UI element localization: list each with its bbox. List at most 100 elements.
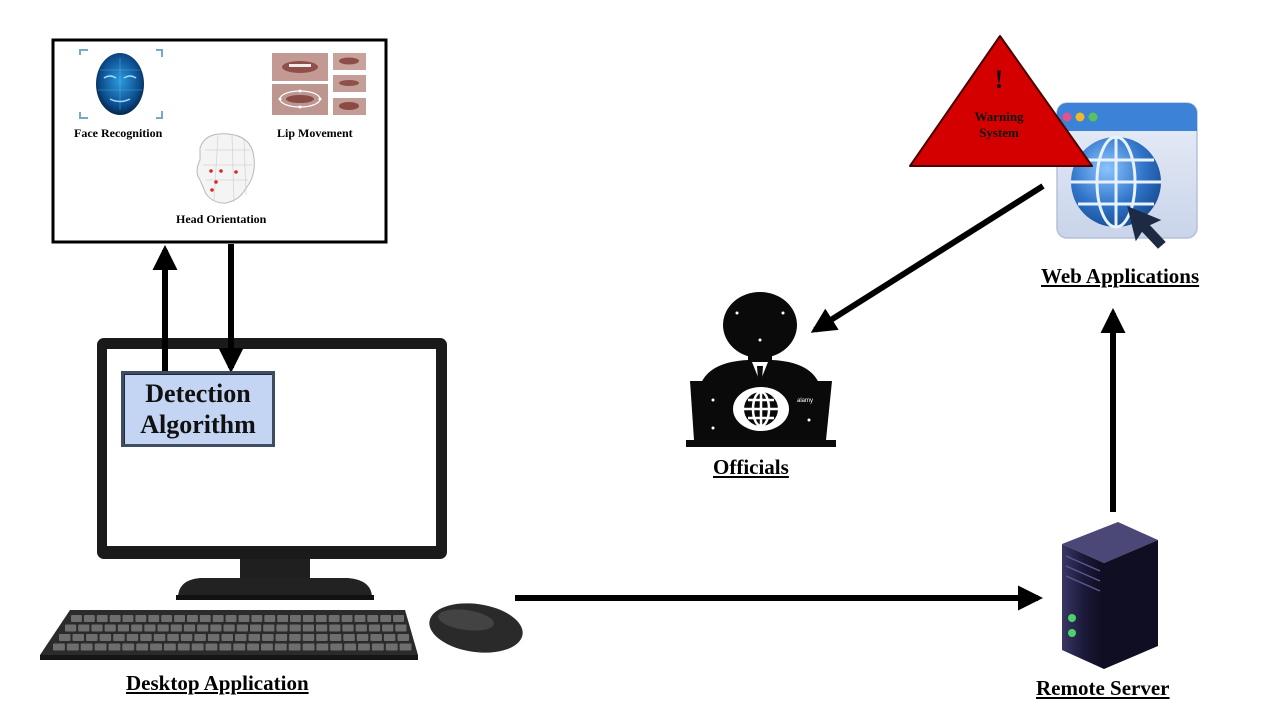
keyboard-key (194, 634, 206, 641)
keyboard-key (80, 643, 93, 651)
keyboard-key (367, 615, 379, 622)
keyboard-key (275, 634, 288, 641)
detection-algorithm-box: Detection Algorithm (121, 371, 275, 447)
keyboard-key (108, 643, 121, 651)
keyboard-key (371, 643, 384, 651)
keyboard-key (104, 624, 116, 632)
keyboard-key (355, 624, 367, 632)
head-model-icon (196, 133, 255, 204)
warning-system-line2: System (979, 125, 1019, 140)
keyboard-key (99, 634, 112, 641)
keyboard-key (71, 615, 82, 622)
keyboard-key (72, 634, 84, 641)
keyboard-key (94, 643, 107, 651)
keyboard-key (368, 624, 381, 632)
keyboard-key (329, 624, 341, 632)
keyboard-key (251, 615, 263, 622)
keyboard-key (233, 643, 246, 651)
keyboard-key (302, 615, 314, 622)
keyboard-key (330, 643, 343, 651)
keyboard-key (109, 615, 121, 622)
keyboard-key (86, 634, 98, 641)
keyboard-key (236, 624, 248, 632)
keyboard-key (174, 615, 185, 622)
keyboard-key (53, 643, 65, 651)
keyboard-key (113, 634, 125, 641)
keyboard-key (223, 624, 235, 632)
keyboard-key (316, 643, 329, 651)
warning-exclamation: ! (994, 65, 1004, 94)
keyboard-key (180, 634, 193, 641)
keyboard-key (288, 643, 301, 651)
keyboard-key (289, 624, 301, 632)
web-browser-icon (1056, 102, 1198, 249)
keyboard-key (341, 615, 353, 622)
keyboard-key (205, 643, 218, 651)
keyboard-key (315, 615, 327, 622)
keyboard-key (302, 643, 315, 651)
keyboard-key (219, 643, 232, 651)
keyboard-key (126, 634, 139, 641)
keyboard-key (328, 615, 340, 622)
keyboard-key (370, 634, 382, 641)
lip-movement-label: Lip Movement (277, 126, 353, 140)
keyboard-key (191, 643, 204, 651)
keyboard-key (380, 615, 392, 622)
keyboard-key (302, 624, 314, 632)
keyboard-key (148, 615, 160, 622)
arrow-web-to-officials (810, 183, 1045, 333)
keyboard-key (238, 615, 250, 622)
warning-system-line1: Warning (974, 109, 1024, 124)
remote-server-label: Remote Server (1036, 676, 1170, 700)
keyboard-key (150, 643, 162, 651)
desktop-application-label: Desktop Application (126, 671, 309, 695)
keyboard-key (382, 624, 394, 632)
keyboard-key (163, 643, 176, 651)
keyboard-key (316, 634, 328, 641)
keyboard-key (290, 615, 301, 622)
keyboard-key (274, 643, 287, 651)
keyboard-key (161, 615, 173, 622)
keyboard-key (117, 624, 129, 632)
keyboard-key (247, 643, 259, 651)
detection-algorithm-line2: Algorithm (140, 410, 256, 439)
keyboard-key (183, 624, 196, 632)
keyboard-key (225, 615, 237, 622)
warning-triangle-icon (909, 35, 1093, 167)
keyboard-key (383, 634, 396, 641)
keyboard-key (329, 634, 342, 641)
keyboard-key (207, 634, 220, 641)
face-scan-icon (79, 49, 163, 119)
keyboard-key (235, 634, 247, 641)
keyboard-key (197, 624, 209, 632)
mouse-icon (429, 603, 523, 653)
keyboard-key (264, 615, 276, 622)
keyboard-key (144, 624, 156, 632)
keyboard-key (393, 615, 404, 622)
keyboard-key (289, 634, 301, 641)
keyboard-key (342, 624, 354, 632)
web-applications-label: Web Applications (1041, 264, 1200, 288)
keyboard-key (91, 624, 103, 632)
keyboard-key (212, 615, 224, 622)
keyboard-key (131, 624, 143, 632)
keyboard-key (153, 634, 166, 641)
keyboard-key (83, 615, 95, 622)
keyboard-key (140, 634, 152, 641)
lip-movement-icon (272, 53, 366, 115)
keyboard-key (248, 634, 260, 641)
keyboard-key (199, 615, 211, 622)
keyboard-key (302, 634, 315, 641)
keyboard-key (399, 643, 412, 651)
keyboard-key (187, 615, 198, 622)
keyboard-key (261, 643, 273, 651)
keyboard-key (277, 615, 289, 622)
detection-algorithm-line1: Detection (145, 379, 251, 408)
keyboard-key (250, 624, 262, 632)
server-icon (1062, 522, 1158, 669)
keyboard-key (263, 624, 275, 632)
face-recognition-label: Face Recognition (74, 126, 163, 140)
keyboard-key (221, 634, 233, 641)
keyboard-key (316, 624, 328, 632)
